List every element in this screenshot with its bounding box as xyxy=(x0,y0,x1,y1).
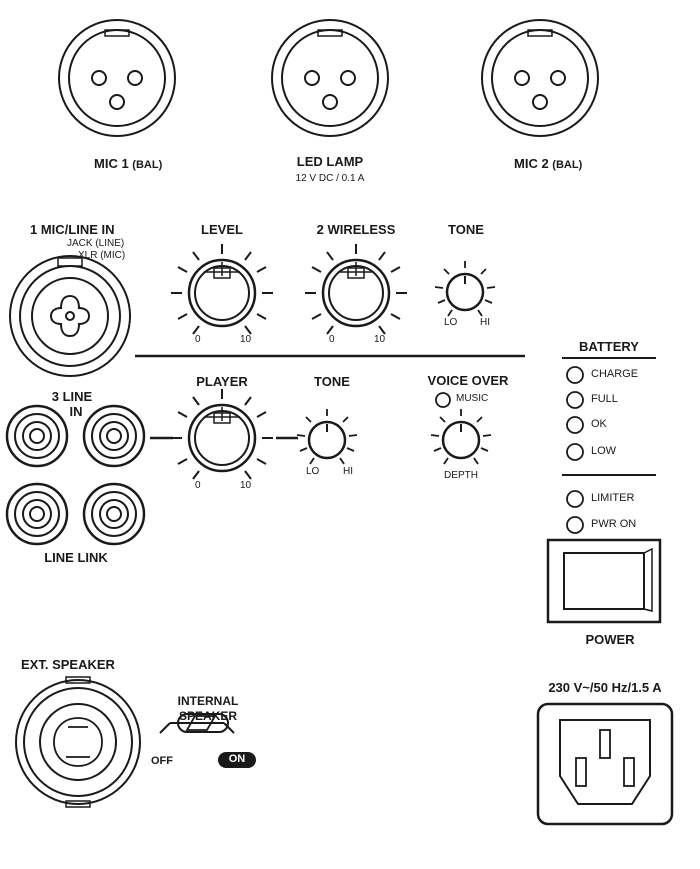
led-lamp-xlr-connector[interactable] xyxy=(271,19,389,137)
mic-line-in-label: 1 MIC/LINE IN xyxy=(30,222,115,237)
tone1-knob[interactable] xyxy=(434,261,496,317)
combo-jack-connector[interactable] xyxy=(9,255,131,377)
player-min-label: 0 xyxy=(195,480,201,491)
wireless-knob[interactable] xyxy=(305,244,407,335)
line-link-label: LINE LINK xyxy=(44,550,108,565)
tone2-label: TONE xyxy=(314,374,350,389)
tone1-lo-label: LO xyxy=(444,317,458,328)
led-lamp-label: LED LAMP xyxy=(296,154,364,169)
power-label: POWER xyxy=(585,632,635,647)
switch-on-label: ON xyxy=(228,753,246,765)
player-knob[interactable] xyxy=(171,389,273,480)
mic1-xlr-connector[interactable] xyxy=(58,19,176,137)
battery-title: BATTERY xyxy=(579,339,639,354)
internal-speaker-label-1: INTERNAL xyxy=(177,694,239,708)
battery-led-ok-label: OK xyxy=(591,418,607,430)
mains-inlet-connector[interactable] xyxy=(536,702,674,826)
mic-line-in-xlr-label: XLR (MIC) xyxy=(78,250,126,261)
tone1-hi-label: HI xyxy=(480,317,490,328)
tone2-hi-label: HI xyxy=(343,466,353,477)
music-led xyxy=(435,392,451,408)
tone1-label: TONE xyxy=(448,222,484,237)
internal-speaker-label-2: SPEAKER xyxy=(178,709,238,723)
battery-led-full-label: FULL xyxy=(591,393,618,405)
tone2-lo-label: LO xyxy=(306,466,320,477)
level-min-label: 0 xyxy=(195,334,201,345)
line-link-right-rca[interactable] xyxy=(82,482,146,546)
internal-speaker-switch[interactable] xyxy=(159,713,235,734)
player-max-label: 10 xyxy=(240,480,252,491)
tone2-knob[interactable] xyxy=(296,409,358,465)
pwr-on-led-label: PWR ON xyxy=(591,518,637,530)
mic2-label: MIC 2 (BAL) xyxy=(514,156,583,171)
level-max-label: 10 xyxy=(240,334,252,345)
mic1-label: MIC 1 (BAL) xyxy=(94,156,163,171)
switch-on-badge xyxy=(218,752,256,768)
level-label: LEVEL xyxy=(201,222,243,237)
mic-line-in-jack-label: JACK (LINE) xyxy=(67,238,125,249)
line-in-left-rca[interactable] xyxy=(5,404,69,468)
line-in-label-1: 3 LINE xyxy=(51,389,93,404)
power-rocker-switch[interactable] xyxy=(546,538,662,624)
wireless-min-label: 0 xyxy=(329,334,335,345)
battery-led-indicators xyxy=(566,366,584,534)
led-lamp-spec: 12 V DC / 0.1 A xyxy=(295,173,365,184)
line-link-left-rca[interactable] xyxy=(5,482,69,546)
limiter-led-label: LIMITER xyxy=(591,492,635,504)
mains-rating-label: 230 V~/50 Hz/1.5 A xyxy=(548,680,662,695)
switch-off-label: OFF xyxy=(151,755,173,767)
voice-over-label: VOICE OVER xyxy=(427,373,509,388)
battery-led-charge-label: CHARGE xyxy=(591,368,639,380)
line-in-label-2: IN xyxy=(69,404,83,419)
depth-label: DEPTH xyxy=(444,470,478,481)
line-in-right-rca[interactable] xyxy=(82,404,146,468)
level-knob[interactable] xyxy=(171,244,273,335)
player-label: PLAYER xyxy=(196,374,248,389)
wireless-label: 2 WIRELESS xyxy=(316,222,396,237)
wireless-max-label: 10 xyxy=(374,334,386,345)
depth-knob[interactable] xyxy=(430,409,492,465)
ext-speaker-connector[interactable] xyxy=(15,676,141,808)
battery-led-low-label: LOW xyxy=(591,445,617,457)
music-label: MUSIC xyxy=(456,393,489,404)
mic2-xlr-connector[interactable] xyxy=(481,19,599,137)
ext-speaker-label: EXT. SPEAKER xyxy=(21,657,115,672)
